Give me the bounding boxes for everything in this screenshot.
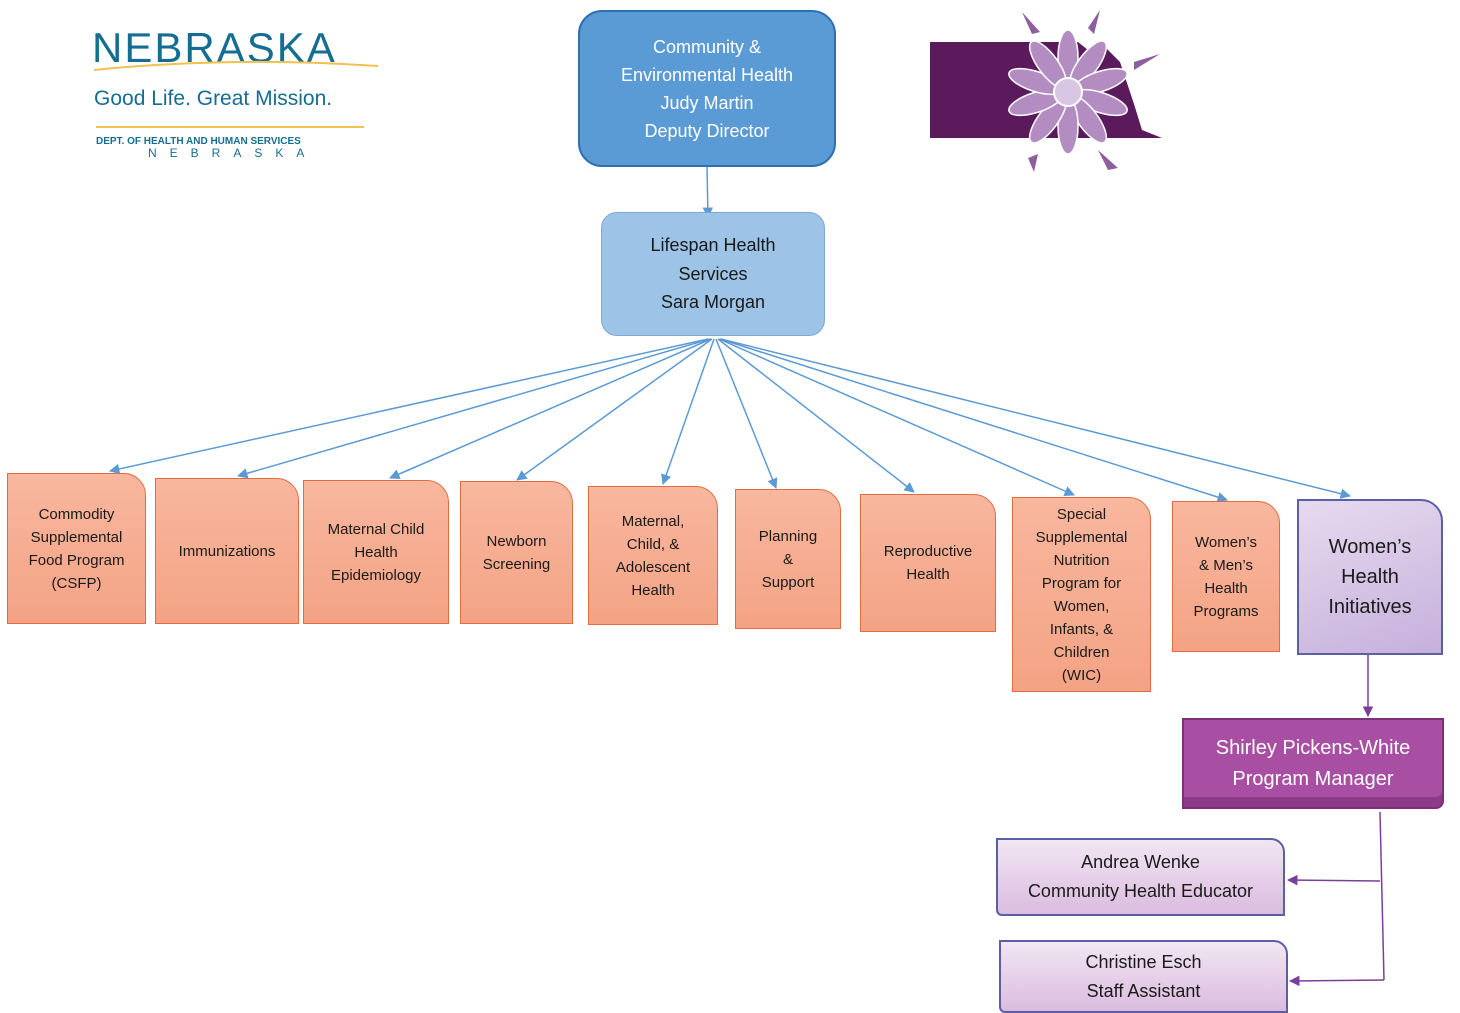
logo-swoosh-icon [93,60,379,71]
arrow-to-lifespan [702,166,714,219]
program-line: Screening [482,555,551,573]
arrow-to-newborn-screening [516,338,713,481]
initiatives-line: Women’s [1328,536,1412,558]
program-line: Epidemiology [330,566,422,584]
initiatives-line: Health [1341,566,1399,588]
program-manager-box: Shirley Pickens-White Program Manager [1182,718,1444,809]
person-title: Staff Assistant [1086,980,1201,1001]
arrow-to-wic [718,338,1075,497]
program-box-immunizations: Immunizations [155,478,299,624]
program-line: & Men’s [1199,556,1253,574]
program-line: Nutrition [1053,551,1110,569]
org-line: Community & [652,36,762,57]
program-box-csfp: Commodity Supplemental Food Program (CSF… [7,473,146,624]
program-line: Women, [1053,597,1110,615]
manager-trunk-line [1379,811,1385,981]
program-line: Maternal, [621,512,685,530]
person-name: Judy Martin [660,92,754,113]
program-line: (CSFP) [51,574,102,592]
staff-box-andrea-wenke: Andrea Wenke Community Health Educator [996,838,1285,916]
program-line: Programs [1193,602,1259,620]
arrow-to-andrea [1286,874,1381,886]
person-name: Christine Esch [1085,951,1202,972]
program-line: Program for [1041,574,1122,592]
program-line: Commodity [38,505,115,523]
arrow-to-immunizations [236,338,711,479]
person-name: Andrea Wenke [1081,852,1200,872]
person-title: Deputy Director [644,120,770,141]
program-box-mcah: Maternal, Child, & Adolescent Health [588,486,718,625]
program-line: Women’s [1195,533,1257,551]
arrow-to-mch-epidemiology [389,338,712,480]
program-line: Newborn [486,532,547,550]
arrow-to-initiatives [720,338,1352,499]
program-line: Adolescent [615,558,691,576]
org-line: Lifespan Health [650,235,776,256]
program-line: Children [1053,643,1110,661]
program-line: Support [761,573,815,591]
program-line: (WIC) [1061,666,1102,684]
logo-tagline: Good Life. Great Mission. [94,87,333,110]
program-line: Food Program [28,551,125,569]
program-box-wic: Special Supplemental Nutrition Program f… [1012,497,1151,692]
purple-flower-on-nebraska-map-icon [930,10,1162,172]
program-line: Special [1056,505,1107,523]
arrow-to-csfp [108,338,709,475]
arrow-to-mcah [661,338,715,485]
staff-box-christine-esch: Christine Esch Staff Assistant [999,940,1288,1013]
program-box-womens-mens-health: Women’s & Men’s Health Programs [1172,501,1280,652]
program-line: Planning [758,527,818,545]
org-line: Services [678,263,748,284]
program-line: Health [354,543,398,561]
lifespan-health-services-box: Lifespan Health Services Sara Morgan [601,212,825,336]
arrow-to-womens-mens [719,338,1229,503]
initiatives-line: Initiatives [1328,596,1412,618]
program-line: Immunizations [178,542,276,560]
person-name: Sara Morgan [660,292,766,313]
person-name: Shirley Pickens-White [1215,736,1411,759]
program-line: Health [906,566,950,583]
program-line: Health [631,581,675,599]
program-line: Reproductive [883,543,973,560]
arrow-to-christine [1288,975,1385,987]
program-box-mch-epidemiology: Maternal Child Health Epidemiology [303,480,449,624]
logo-divider [96,126,364,128]
program-box-planning-support: Planning & Support [735,489,841,629]
womens-health-initiatives-box: Women’s Health Initiatives [1297,499,1443,655]
program-line: Supplemental [30,528,123,546]
nebraska-dhhs-logo: NEBRASKA Good Life. Great Mission. DEPT.… [92,26,382,176]
org-line: Environmental Health [620,64,794,85]
program-line: & [782,550,793,568]
program-line: Supplemental [1035,528,1128,546]
logo-dept: DEPT. OF HEALTH AND HUMAN SERVICES [96,136,301,147]
person-title: Community Health Educator [1027,881,1254,901]
logo-state: NEBRASKA [148,146,318,160]
program-line: Maternal Child [327,520,425,538]
program-line: Child, & [626,535,680,553]
arrow-to-reproductive [717,338,915,493]
person-title: Program Manager [1232,767,1394,790]
program-line: Infants, & [1049,620,1114,638]
program-box-newborn-screening: Newborn Screening [460,481,573,624]
arrow-to-planning [715,338,778,489]
program-line: Health [1204,579,1248,597]
deputy-director-box: Community & Environmental Health Judy Ma… [578,10,836,167]
program-box-reproductive-health: Reproductive Health [860,494,996,632]
